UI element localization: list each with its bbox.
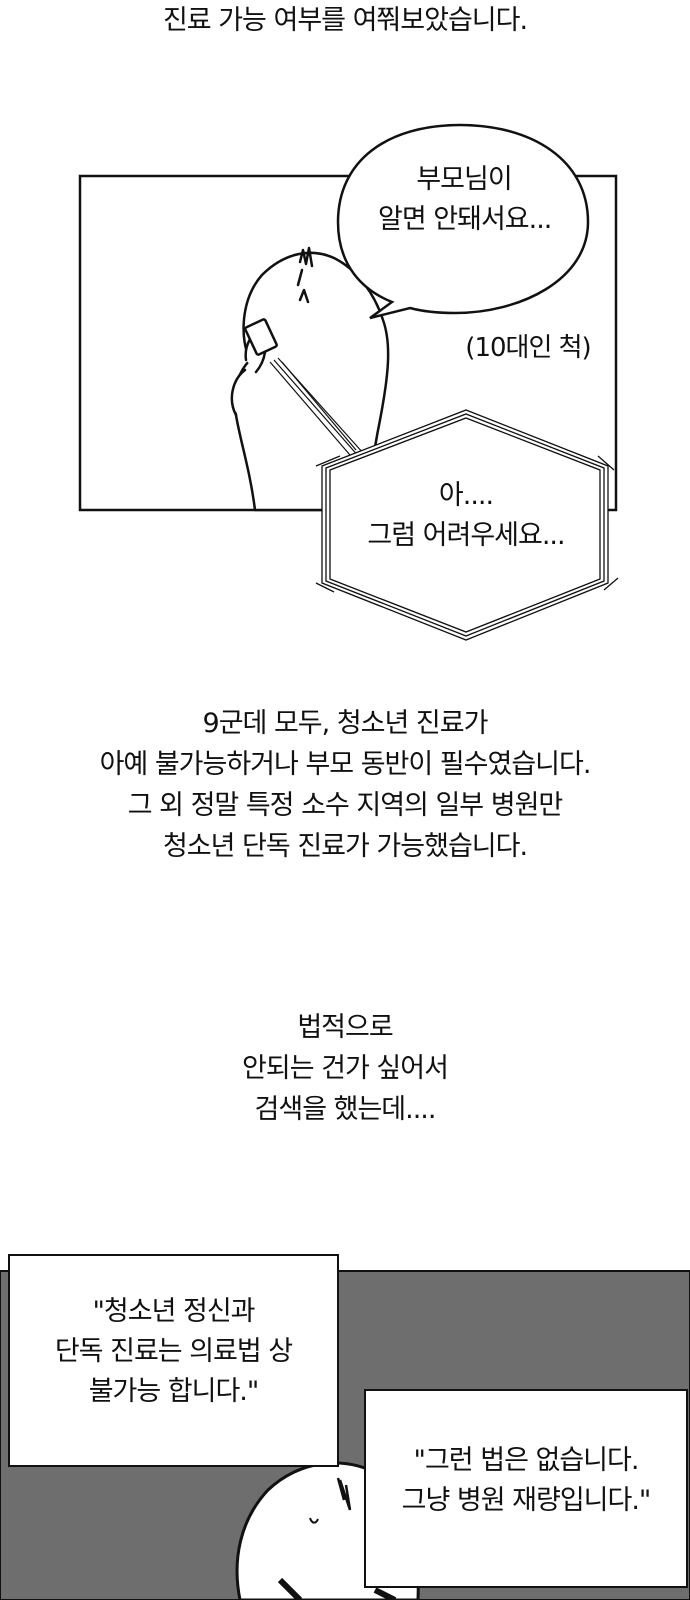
quote-box-right: "그런 법은 없습니다. 그냥 병원 재량입니다." xyxy=(364,1389,688,1588)
narration-line: 아예 불가능하거나 부모 동반이 필수였습니다. xyxy=(99,749,592,780)
narration-line: 법적으로 xyxy=(297,1012,393,1043)
phone-reply-text: 아.... 그럼 어려우세요... xyxy=(340,476,592,556)
phone-reply-line: 아.... xyxy=(438,480,494,511)
phone-reply-bubble xyxy=(315,409,619,641)
aside-text: (10대인 척) xyxy=(465,333,591,363)
quote-line: "청소년 정신과 xyxy=(92,1296,255,1327)
speech-bubble xyxy=(336,123,590,320)
panel1-artwork xyxy=(78,123,619,641)
narration-line: 청소년 단독 진료가 가능했습니다. xyxy=(162,831,528,862)
quote-line: 불가능 합니다." xyxy=(88,1376,260,1407)
narration-line: 9군데 모두, 청소년 진료가 xyxy=(202,708,489,739)
quote-line: 그냥 병원 재량입니다." xyxy=(401,1485,652,1516)
phone-signal-lines xyxy=(269,357,365,463)
narration-line: 그 외 정말 특정 소수 지역의 일부 병원만 xyxy=(127,790,564,821)
speech-bubble-text: 부모님이 알면 안돼서요... xyxy=(378,160,552,240)
narration-block-1: 9군데 모두, 청소년 진료가 아예 불가능하거나 부모 동반이 필수였습니다.… xyxy=(0,703,690,867)
quote-line: "그런 법은 없습니다. xyxy=(413,1445,640,1476)
speech-line: 부모님이 xyxy=(416,164,512,195)
speech-line: 알면 안돼서요... xyxy=(378,204,552,235)
top-caption-line: 진료 가능 여부를 여쭤보았습니다. xyxy=(162,5,528,36)
narration-line: 검색을 했는데.... xyxy=(254,1094,437,1125)
quote-line: 단독 진료는 의료법 상 xyxy=(54,1336,293,1367)
phone-reply-line: 그럼 어려우세요... xyxy=(367,520,565,551)
narration-block-2: 법적으로 안되는 건가 싶어서 검색을 했는데.... xyxy=(0,1007,690,1130)
narration-line: 안되는 건가 싶어서 xyxy=(242,1053,449,1084)
quote-box-left: "청소년 정신과 단독 진료는 의료법 상 불가능 합니다." xyxy=(8,1254,339,1467)
top-caption: 진료 가능 여부를 여쭤보았습니다. xyxy=(0,0,690,41)
